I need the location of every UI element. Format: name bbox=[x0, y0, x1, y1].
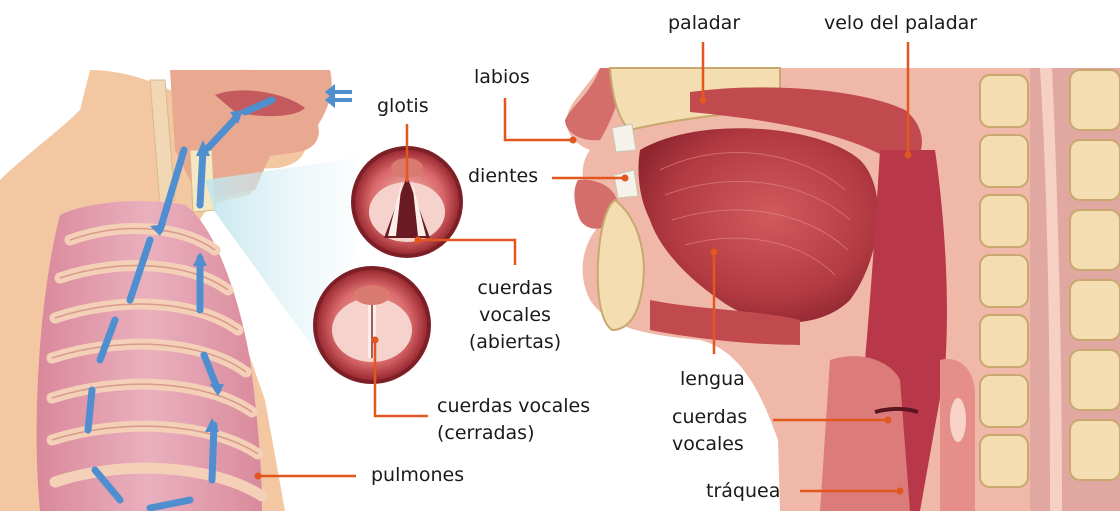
label-lengua: lengua bbox=[680, 366, 745, 393]
exhale-arrows-icon bbox=[328, 88, 352, 104]
label-cuerdas-vocales: cuerdas vocales bbox=[672, 404, 747, 458]
label-cerradas-line-2: (cerradas) bbox=[437, 420, 590, 447]
label-velo-del-paladar: velo del paladar bbox=[824, 10, 977, 37]
glotis-closed-circle bbox=[313, 266, 431, 384]
label-abiertas-line-3: (abiertas) bbox=[460, 329, 570, 356]
head-cross-section bbox=[565, 68, 1120, 511]
label-pulmones: pulmones bbox=[371, 462, 464, 489]
leader-labios bbox=[505, 98, 573, 140]
label-cerradas-line-1: cuerdas vocales bbox=[437, 393, 590, 420]
label-dientes: dientes bbox=[468, 163, 538, 190]
label-abiertas-line-1: cuerdas bbox=[460, 275, 570, 302]
label-cuerdas-vocales-cerradas: cuerdas vocales (cerradas) bbox=[437, 393, 590, 447]
label-traquea: tráquea bbox=[706, 478, 780, 505]
label-labios: labios bbox=[474, 64, 530, 91]
label-cuerdas-line-2: vocales bbox=[672, 431, 747, 458]
label-glotis: glotis bbox=[377, 93, 429, 120]
label-cuerdas-line-1: cuerdas bbox=[672, 404, 747, 431]
larynx bbox=[820, 356, 910, 511]
label-paladar: paladar bbox=[668, 10, 740, 37]
label-cuerdas-vocales-abiertas: cuerdas vocales (abiertas) bbox=[460, 275, 570, 356]
label-abiertas-line-2: vocales bbox=[460, 302, 570, 329]
